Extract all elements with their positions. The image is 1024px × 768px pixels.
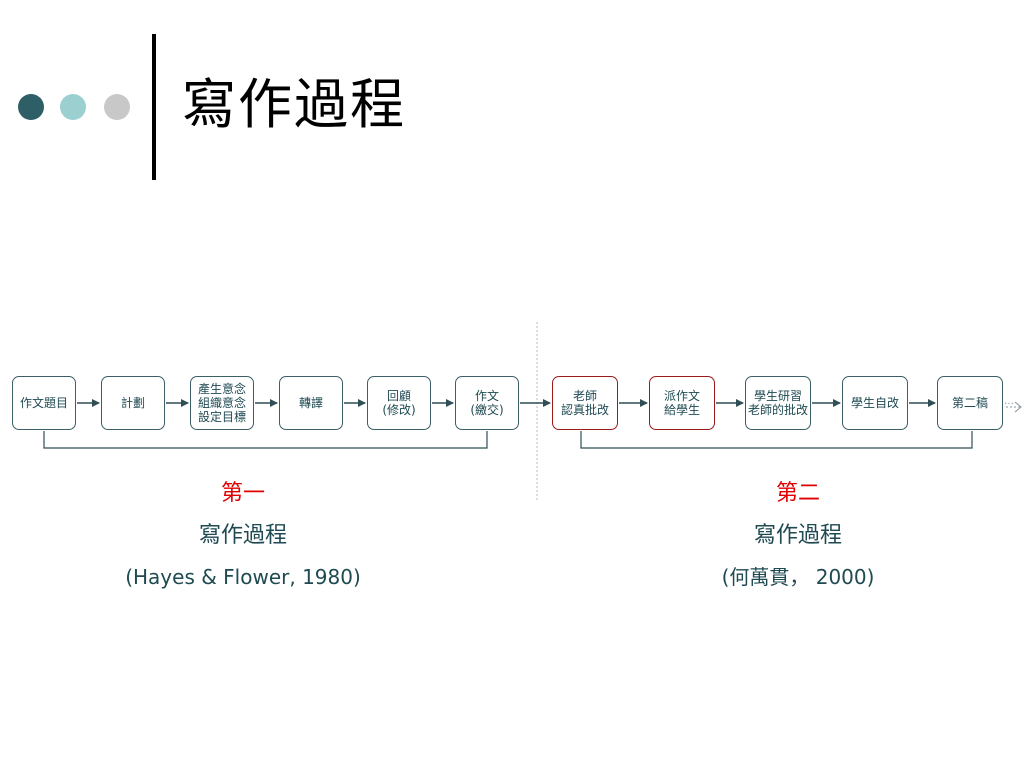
flow1-step-5-line: 回顧	[386, 389, 411, 403]
slide-title: 寫作過程	[182, 73, 406, 136]
flow1-step-3-line: 組織意念	[197, 396, 246, 410]
flow2-feedback-bracket	[580, 431, 973, 449]
caption-right-citation: (何萬貫， 2000)	[721, 565, 875, 589]
flow2-step-1-line: 認真批改	[560, 403, 609, 417]
flow2-step-4: 學生自改	[842, 376, 908, 430]
flow1-step-3-line: 設定目標	[197, 410, 246, 424]
flow1-step-2: 計劃	[101, 376, 165, 430]
flow2-step-3: 學生研習老師的批改	[745, 376, 811, 430]
flow1-feedback-bracket	[43, 431, 488, 449]
caption-left-title: 寫作過程	[198, 523, 287, 548]
flow2-step-2: 派作文給學生	[649, 376, 715, 430]
bullet-dot-gray	[104, 94, 130, 120]
flow1-step-3-line: 產生意念	[197, 382, 246, 396]
flow2-step-3-line: 老師的批改	[747, 403, 808, 417]
caption-left-heading: 第一	[220, 481, 265, 506]
flow1-step-6: 作文(繳交)	[455, 376, 519, 430]
caption-left-citation: (Hayes & Flower, 1980)	[125, 565, 361, 589]
flow2-step-3-line: 學生研習	[753, 389, 802, 403]
flow2-step-5: 第二稿	[937, 376, 1003, 430]
flow1-step-5-line: (修改)	[382, 403, 416, 417]
caption-left: 第一 寫作過程 (Hayes & Flower, 1980)	[93, 481, 393, 589]
flow1-step-1: 作文題目	[12, 376, 76, 430]
flow2-step-4-line: 學生自改	[850, 396, 899, 410]
flow2-step-2-line: 派作文	[663, 389, 700, 403]
flow2-step-5-line: 第二稿	[951, 396, 988, 410]
flow1-step-4-line: 轉譯	[298, 396, 323, 410]
flow1-step-6-line: (繳交)	[470, 403, 504, 417]
bullet-dot-dark	[18, 94, 44, 120]
caption-right-heading: 第二	[775, 481, 820, 506]
bullet-dot-teal	[60, 94, 86, 120]
flow2-step-2-line: 給學生	[663, 403, 700, 417]
flow2-step-1: 老師認真批改	[552, 376, 618, 430]
flow1-step-4: 轉譯	[279, 376, 343, 430]
flow1-step-3: 產生意念組織意念設定目標	[190, 376, 254, 430]
flow1-step-2-line: 計劃	[120, 396, 145, 410]
flow2-step-1-line: 老師	[572, 389, 597, 403]
caption-right-title: 寫作過程	[753, 523, 842, 548]
flow1-step-1-line: 作文題目	[19, 396, 68, 410]
caption-right: 第二 寫作過程 (何萬貫， 2000)	[648, 481, 948, 589]
flow1-step-5: 回顧(修改)	[367, 376, 431, 430]
continuation-text: …	[1004, 396, 1014, 407]
continuation-arrowhead	[1014, 401, 1022, 413]
flow1-step-6-line: 作文	[474, 389, 499, 403]
title-divider	[152, 34, 156, 180]
